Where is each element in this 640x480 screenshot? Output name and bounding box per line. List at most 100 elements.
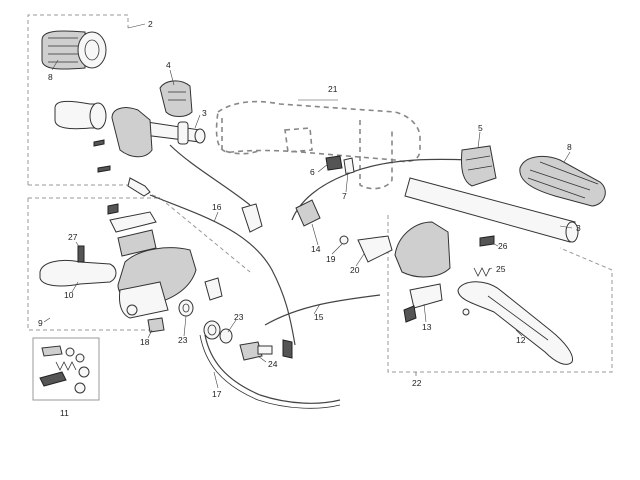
- grip-8-end-hole: [84, 39, 100, 61]
- pivot-bolt-26: [479, 235, 495, 247]
- perch-assembly: [394, 221, 451, 278]
- leader-5: [477, 131, 481, 149]
- group-9-outline: [27, 198, 160, 331]
- callout-8b: 8: [567, 142, 572, 152]
- perch-screw: [403, 305, 417, 323]
- housing-ring: [177, 121, 189, 145]
- lever-bracket-20: [357, 235, 393, 263]
- leader-14: [311, 223, 319, 246]
- kit-piston: [41, 345, 63, 357]
- washer-23a-hole: [182, 303, 190, 313]
- right-side-parts: [325, 145, 606, 243]
- reservoir-diaphragm: [117, 229, 157, 257]
- clip-7: [343, 157, 355, 175]
- cable-17: [204, 334, 341, 404]
- leader-3b: [559, 225, 573, 229]
- switch-5: [461, 145, 497, 187]
- leader-15: [313, 303, 321, 315]
- leader-10: [71, 281, 79, 293]
- leader-8a: [51, 59, 59, 71]
- cable-17-inner: [199, 334, 341, 409]
- grip-8-body: [41, 30, 86, 70]
- banjo-bolt-24-thread: [257, 345, 273, 355]
- callout-6: 6: [310, 167, 315, 177]
- bracket-ghost-tab: [284, 127, 313, 153]
- nut-19: [339, 235, 349, 245]
- callout-4: 4: [166, 60, 171, 70]
- clip-6: [325, 155, 343, 171]
- callout-5: 5: [478, 123, 483, 133]
- leader-25: [487, 267, 493, 271]
- callout-23a: 23: [234, 312, 244, 322]
- screw-left-a: [93, 139, 105, 147]
- callout-10: 10: [64, 290, 74, 300]
- leader-8b: [563, 151, 571, 163]
- lever-10: [39, 259, 117, 287]
- switch-housing-body: [111, 107, 153, 158]
- leader-2: [127, 23, 146, 29]
- leader-23a: [227, 319, 237, 333]
- leader-24: [257, 355, 267, 363]
- kit-seal-a: [65, 347, 75, 357]
- callout-22: 22: [412, 378, 422, 388]
- banjo-bolt-24: [239, 341, 263, 361]
- callout-19: 19: [326, 254, 336, 264]
- handlebar-bracket-ghost: [215, 100, 421, 190]
- group-2-outline: [27, 14, 129, 185]
- switch-14: [295, 199, 321, 227]
- leader-4: [169, 69, 175, 86]
- switch-14-connector: [241, 203, 263, 233]
- callouts: 2 8 4 3 21 5 8 6 7 16 3 27 26 14 19 20 2…: [38, 19, 581, 418]
- callout-23b: 23: [178, 335, 188, 345]
- kit-seal-b: [75, 353, 85, 363]
- lever-assembly-left: [39, 203, 293, 361]
- callout-12: 12: [516, 335, 526, 345]
- bracket-small: [204, 277, 223, 301]
- cable-throttle-upper: [169, 144, 251, 206]
- cable-15: [264, 294, 381, 326]
- callout-26: 26: [498, 241, 508, 251]
- callout-7: 7: [342, 191, 347, 201]
- perch-clamp-13: [409, 283, 443, 309]
- callout-3a: 3: [202, 108, 207, 118]
- leader-12: [515, 329, 523, 337]
- cable-end-16: [282, 339, 293, 359]
- callout-8a: 8: [48, 72, 53, 82]
- callout-27: 27: [68, 232, 78, 242]
- throttle-assembly-left: [54, 80, 206, 197]
- handlebar-3-right-end: [565, 221, 579, 243]
- banjo-bolt-18: [147, 317, 165, 333]
- callout-16: 16: [212, 202, 222, 212]
- group-9-outline-top: [28, 197, 251, 273]
- kit-oring: [74, 382, 86, 394]
- callout-15: 15: [314, 312, 324, 322]
- callout-24: 24: [268, 359, 278, 369]
- grip-8-pattern: [48, 37, 80, 63]
- cables: [149, 144, 471, 409]
- leader-9: [43, 317, 51, 323]
- handlebar-3-left-end: [194, 128, 206, 144]
- throttle-tube-end: [89, 102, 107, 130]
- callout-11: 11: [60, 408, 69, 418]
- callout-14: 14: [311, 244, 321, 254]
- leader-13: [423, 303, 427, 323]
- leader-19: [331, 243, 343, 255]
- leader-20: [355, 253, 365, 267]
- leader-lines: [43, 23, 573, 389]
- leader-18: [147, 329, 153, 339]
- washer-23b: [203, 320, 221, 340]
- callout-17: 17: [212, 389, 222, 399]
- switch-5-detail: [465, 155, 493, 171]
- callout-13: 13: [422, 322, 432, 332]
- group-11-outline: [32, 337, 100, 401]
- grip-8-left: [41, 30, 107, 70]
- leader-16: [213, 211, 219, 223]
- cable-16: [149, 194, 296, 346]
- leader-6: [317, 163, 329, 173]
- reservoir-cover: [109, 211, 157, 233]
- kit-washer: [78, 366, 90, 378]
- leader-7: [345, 171, 349, 193]
- grip-8-right-pattern: [527, 161, 599, 199]
- washer-23c: [219, 328, 233, 344]
